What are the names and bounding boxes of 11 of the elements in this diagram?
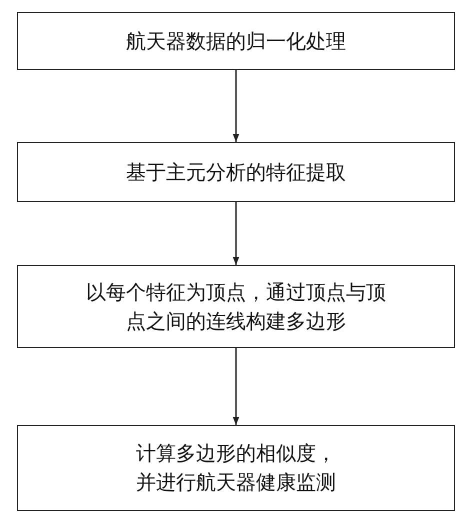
process-box <box>17 12 455 70</box>
arrow <box>232 202 240 265</box>
arrow <box>232 70 240 142</box>
step-text: 以每个特征为顶点，通过顶点与顶点之间的连线构建多边形 <box>86 278 386 334</box>
step-text: 基于主元分析的特征提取 <box>126 158 346 186</box>
step-text: 航天器数据的归一化处理 <box>126 28 346 54</box>
process-box <box>17 142 455 202</box>
process-box <box>17 425 455 511</box>
process-box <box>17 265 455 348</box>
arrow <box>232 348 240 425</box>
step-text: 计算多边形的相似度，并进行航天器健康监测 <box>135 440 337 496</box>
